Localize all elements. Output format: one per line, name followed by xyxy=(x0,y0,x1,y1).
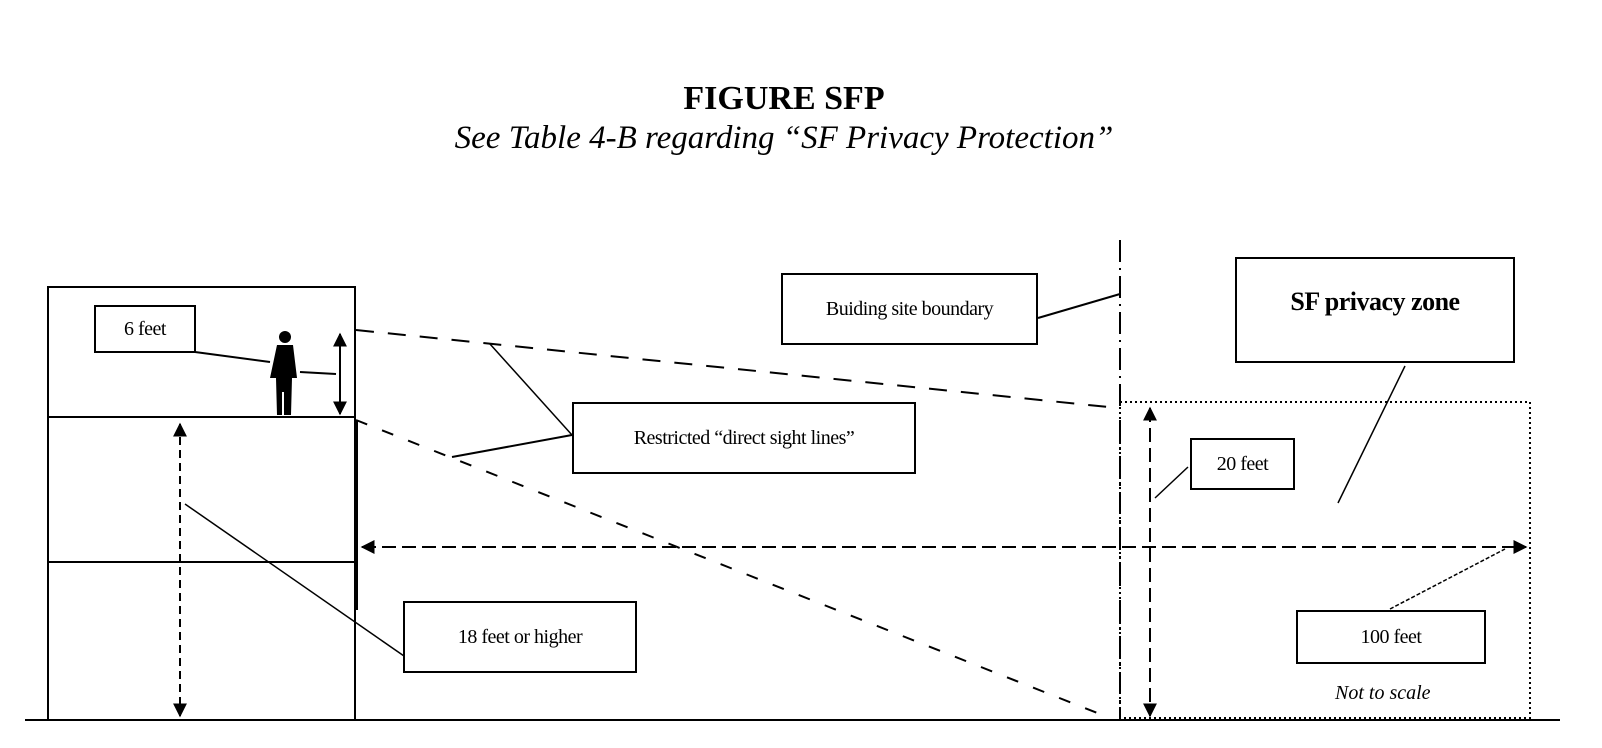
twenty-feet-leader xyxy=(1154,466,1189,499)
twenty-feet-label: 20 feet xyxy=(1190,438,1295,490)
restricted-sight-lines-label: Restricted “direct sight lines” xyxy=(572,402,916,474)
eighteen-feet-label: 18 feet or higher xyxy=(403,601,637,673)
privacy-zone-area xyxy=(1119,401,1531,719)
privacy-zone-leader xyxy=(1337,365,1406,504)
six-feet-leader xyxy=(194,351,271,363)
building xyxy=(47,286,358,721)
person-silhouette-icon xyxy=(270,331,297,415)
figure-subtitle: See Table 4-B regarding “SF Privacy Prot… xyxy=(454,120,1114,156)
boundary-leader xyxy=(1037,293,1121,319)
restricted-leader-upper xyxy=(489,343,573,436)
building-site-boundary-label: Buiding site boundary xyxy=(781,273,1038,345)
lower-sight-line xyxy=(355,419,1111,719)
figure-title: FIGURE SFP xyxy=(683,80,885,117)
hundred-feet-label: 100 feet xyxy=(1296,610,1486,664)
six-feet-leader-2 xyxy=(299,371,337,375)
six-feet-label: 6 feet xyxy=(94,305,196,353)
eighteen-feet-leader xyxy=(184,503,405,657)
restricted-leader-lower xyxy=(451,434,573,458)
not-to-scale-note: Not to scale xyxy=(1335,682,1431,704)
sf-privacy-zone-label: SF privacy zone xyxy=(1235,257,1515,363)
hundred-feet-leader xyxy=(1389,548,1506,610)
